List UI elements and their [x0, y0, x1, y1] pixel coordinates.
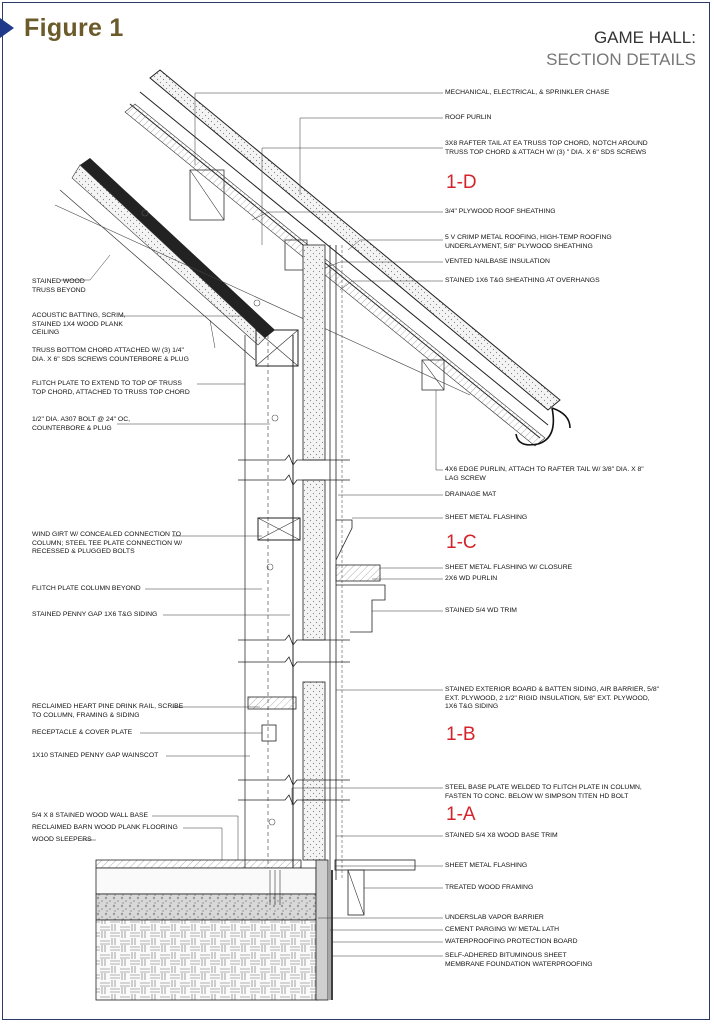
- note-wainscot: 1X10 STAINED PENNY GAP WAINSCOT: [32, 752, 159, 759]
- roof-assembly: [54, 69, 571, 447]
- break-lines: [238, 454, 350, 806]
- note-waterproofing: SELF-ADHERED BITUMINOUS SHEET MEMBRANE F…: [445, 952, 593, 968]
- note-base-plate: STEEL BASE PLATE WELDED TO FLITCH PLATE …: [445, 784, 642, 800]
- note-wall-base: 5/4 X 8 STAINED WOOD WALL BASE: [32, 812, 149, 819]
- note-flashing-closure: SHEET METAL FLASHING W/ CLOSURE: [445, 564, 573, 571]
- sheet-subtitle: SECTION DETAILS: [546, 50, 696, 69]
- note-bottom-chord: TRUSS BOTTOM CHORD ATTACHED W/ (3) 1/4" …: [32, 347, 189, 363]
- note-wd-purlin: 2X6 WD PURLIN: [445, 575, 498, 582]
- note-nailbase: VENTED NAILBASE INSULATION: [445, 258, 550, 265]
- section-tag-1a: 1-A: [446, 804, 476, 825]
- note-a307-bolt: 1/2" DIA. A307 BOLT @ 24" OC, COUNTERBOR…: [32, 416, 130, 432]
- section-tag-1c: 1-C: [446, 532, 477, 553]
- note-drink-rail: RECLAIMED HEART PINE DRINK RAIL, SCRIBE …: [32, 703, 184, 719]
- note-flitch-plate: FLITCH PLATE TO EXTEND TO TOP OF TRUSS T…: [32, 380, 190, 396]
- girt-detail: [257, 517, 386, 633]
- leaders-left: [60, 254, 290, 860]
- note-roof-purlin: ROOF PURLIN: [445, 114, 492, 121]
- base-detail: [95, 818, 416, 1001]
- figure-tab-marker: [0, 18, 14, 38]
- note-drainage-mat: DRAINAGE MAT: [445, 491, 497, 498]
- note-board-batten: STAINED EXTERIOR BOARD & BATTEN SIDING, …: [445, 686, 660, 711]
- gutter-icon: [515, 407, 571, 446]
- note-roof-sheathing: 3/4" PLYWOOD ROOF SHEATHING: [445, 208, 556, 215]
- note-wind-girt: WIND GIRT W/ CONCEALED CONNECTION TO COL…: [32, 531, 183, 556]
- project-title: GAME HALL:: [593, 28, 696, 47]
- note-vapor-barrier: UNDERSLAB VAPOR BARRIER: [445, 914, 544, 921]
- note-protection-board: WATERPROOFING PROTECTION BOARD: [445, 938, 578, 945]
- section-tag-1b: 1-B: [446, 724, 476, 745]
- note-truss-beyond: STAINED WOOD TRUSS BEYOND: [32, 278, 86, 294]
- note-barn-flooring: RECLAIMED BARN WOOD PLANK FLOORING: [32, 824, 178, 831]
- section-tag-1d: 1-D: [446, 172, 477, 193]
- note-receptacle: RECEPTACLE & COVER PLATE: [32, 729, 133, 736]
- note-rafter-tail: 3X8 RAFTER TAIL AT EA TRUSS TOP CHORD, N…: [445, 140, 648, 156]
- note-treated-framing: TREATED WOOD FRAMING: [445, 884, 534, 891]
- note-metal-roofing: 5 V CRIMP METAL ROOFING, HIGH-TEMP ROOFI…: [445, 234, 612, 250]
- note-flashing-1a: SHEET METAL FLASHING: [445, 862, 528, 869]
- note-edge-purlin: 4X6 EDGE PURLIN, ATTACH TO RAFTER TAIL W…: [445, 466, 644, 482]
- drink-rail-detail: [247, 696, 297, 742]
- note-flashing-1c: SHEET METAL FLASHING: [445, 514, 528, 521]
- note-penny-gap-siding: STAINED PENNY GAP 1X6 T&G SIDING: [32, 611, 158, 618]
- note-flitch-column: FLITCH PLATE COLUMN BEYOND: [32, 585, 141, 592]
- note-wd-trim: STAINED 5/4 WD TRIM: [445, 607, 517, 614]
- note-acoustic-batting: ACOUSTIC BATTING, SCRIM, STAINED 1X4 WOO…: [32, 312, 126, 337]
- note-mech-chase: MECHANICAL, ELECTRICAL, & SPRINKLER CHAS…: [445, 89, 610, 96]
- figure-label: Figure 1: [24, 14, 124, 42]
- note-wood-sleepers: WOOD SLEEPERS: [32, 836, 92, 843]
- note-overhang-sheathing: STAINED 1X6 T&G SHEATHING AT OVERHANGS: [445, 277, 600, 284]
- note-base-trim: STAINED 5/4 X8 WOOD BASE TRIM: [445, 832, 558, 839]
- note-cement-parging: CEMENT PARGING W/ METAL LATH: [445, 926, 560, 933]
- leaders-right: [194, 92, 443, 957]
